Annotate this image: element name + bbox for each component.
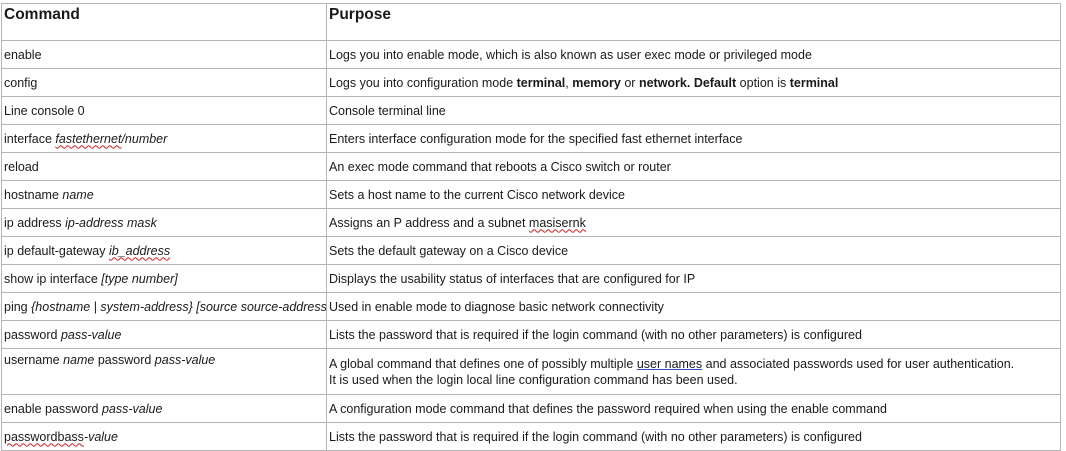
purpose-cell: Used in enable mode to diagnose basic ne… (326, 292, 1061, 321)
purpose-cell: Lists the password that is required if t… (326, 320, 1061, 349)
command-cell: hostname name (1, 180, 327, 209)
command-cell: Line console 0 (1, 96, 327, 125)
column-header-command: Command (1, 3, 327, 41)
command-table: Command Purpose enable Logs you into ena… (1, 3, 1061, 451)
purpose-cell: Enters interface configuration mode for … (326, 124, 1061, 153)
table-row: enable Logs you into enable mode, which … (1, 40, 1061, 69)
table-row: password pass-value Lists the password t… (1, 320, 1061, 349)
table-row: hostname name Sets a host name to the cu… (1, 180, 1061, 209)
table-row: enable password pass-value A configurati… (1, 394, 1061, 423)
purpose-cell: Sets the default gateway on a Cisco devi… (326, 236, 1061, 265)
table-row: ip default-gateway ib_address Sets the d… (1, 236, 1061, 265)
purpose-cell: Sets a host name to the current Cisco ne… (326, 180, 1061, 209)
table-row: ping {hostname | system-address} [source… (1, 292, 1061, 321)
command-cell: ip default-gateway ib_address (1, 236, 327, 265)
command-cell: passwordbass-value (1, 422, 327, 451)
purpose-cell: Displays the usability status of interfa… (326, 264, 1061, 293)
command-cell: password pass-value (1, 320, 327, 349)
table-row: passwordbass-value Lists the password th… (1, 422, 1061, 451)
purpose-cell: A global command that defines one of pos… (326, 348, 1061, 395)
command-cell: interface fastethernet/number (1, 124, 327, 153)
purpose-cell: An exec mode command that reboots a Cisc… (326, 152, 1061, 181)
purpose-cell: Logs you into enable mode, which is also… (326, 40, 1061, 69)
command-cell: ping {hostname | system-address} [source… (1, 292, 327, 321)
command-cell: enable (1, 40, 327, 69)
table-row: interface fastethernet/number Enters int… (1, 124, 1061, 153)
table-row: reload An exec mode command that reboots… (1, 152, 1061, 181)
command-cell: username name password pass-value (1, 348, 327, 395)
purpose-cell: Lists the password that is required if t… (326, 422, 1061, 451)
command-cell: show ip interface [type number] (1, 264, 327, 293)
purpose-cell: A configuration mode command that define… (326, 394, 1061, 423)
table-row: ip address ip-address mask Assigns an P … (1, 208, 1061, 237)
table-header-row: Command Purpose (1, 3, 1061, 41)
purpose-cell: Logs you into configuration mode termina… (326, 68, 1061, 97)
purpose-cell: Assigns an P address and a subnet masise… (326, 208, 1061, 237)
table-row: config Logs you into configuration mode … (1, 68, 1061, 97)
command-cell: config (1, 68, 327, 97)
command-cell: reload (1, 152, 327, 181)
command-cell: ip address ip-address mask (1, 208, 327, 237)
table-row: Line console 0 Console terminal line (1, 96, 1061, 125)
command-cell: enable password pass-value (1, 394, 327, 423)
table-row: username name password pass-value A glob… (1, 348, 1061, 395)
column-header-purpose: Purpose (326, 3, 1061, 41)
table-row: show ip interface [type number] Displays… (1, 264, 1061, 293)
purpose-cell: Console terminal line (326, 96, 1061, 125)
